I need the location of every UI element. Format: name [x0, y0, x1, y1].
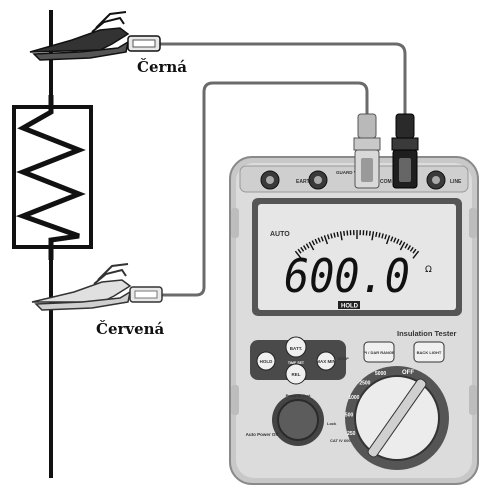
button-panel [250, 340, 346, 380]
press-to-test-button[interactable] [277, 399, 319, 441]
bargraph-segment [320, 236, 324, 242]
press-to-test-label: Press to Test [286, 393, 311, 398]
rel-button[interactable] [285, 363, 307, 385]
bargraph-segment [407, 245, 411, 251]
bargraph-segment [404, 243, 409, 249]
bargraph-segment [384, 234, 388, 240]
bargraph-segment [297, 248, 302, 254]
red-alligator-clip[interactable] [31, 263, 163, 311]
black-lead-wire [160, 42, 407, 115]
black-alligator-clip[interactable] [29, 11, 161, 61]
red-clip-label: Červená [96, 320, 165, 338]
bargraph-segment [311, 240, 316, 246]
grip-left-bottom [231, 385, 239, 415]
bargraph-segment [390, 236, 394, 242]
dial-range-label: 5000 [375, 371, 386, 377]
black-lead-plug[interactable] [391, 113, 419, 189]
resistor-zigzag [15, 95, 86, 260]
bargraph-segment [378, 232, 381, 238]
bargraph-segment [333, 232, 336, 238]
auto-power-off-label: Auto Power Off [246, 432, 279, 437]
lcd-unit: Ω [425, 265, 432, 275]
test-leads [160, 42, 407, 297]
dial-range-label: 2500 [359, 380, 370, 386]
bargraph-segment [365, 230, 368, 236]
earth-terminal-label: EARTH [296, 179, 314, 185]
bargraph-segment [323, 235, 329, 245]
dial-off-label: OFF [402, 370, 414, 376]
dial-range-label: 1000 [348, 395, 359, 401]
batt-button[interactable] [285, 336, 307, 358]
black-clip-label: Černá [137, 58, 188, 76]
grip-left-top [231, 208, 239, 238]
bargraph-segment [396, 238, 400, 244]
bargraph-segment [294, 250, 302, 259]
bargraph-segment [398, 240, 403, 246]
max-min-button-label: MAX MIN [316, 359, 336, 364]
guard-terminal-label: GUARD V Ω [336, 170, 362, 175]
bargraph-segment [346, 230, 349, 236]
backlight-button-label: BACK LIGHT [417, 350, 442, 355]
batt-button-label: BATT. [290, 346, 302, 351]
stop-label: STOP [338, 356, 349, 361]
hold-badge: HOLD [341, 304, 359, 310]
dial-pointer[interactable] [367, 377, 428, 458]
lcd-reading: 600.0 [284, 249, 410, 303]
rel-button-label: REL [292, 372, 301, 377]
pi-dar-button[interactable] [363, 341, 395, 363]
bargraph-segment [317, 237, 321, 243]
meter-title: Insulation Tester [397, 329, 457, 338]
bargraph-segment [314, 238, 318, 244]
lock-label: Lock [327, 421, 337, 426]
bargraph-segment [393, 237, 397, 243]
lcd-screen [258, 204, 456, 310]
terminal-earth-left-hole [266, 176, 274, 184]
time-set-label: TIME SET [288, 361, 305, 365]
cat-rating-label: CAT IV 600V [330, 438, 354, 443]
bargraph-segment [326, 234, 330, 240]
insulation-tester: EARTH LINE GUARD V Ω COM AUTO 600.0 Ω HO… [229, 113, 479, 485]
bargraph-segment [330, 233, 333, 239]
dial-range-labels: 5000 2500 1000 500 250 [345, 371, 386, 437]
dial-range-label: 500 [345, 413, 354, 419]
bargraph-segment [368, 230, 371, 236]
bargraph-segment [412, 248, 417, 254]
bargraph-segment [371, 231, 375, 241]
terminal-earth-hole [314, 176, 322, 184]
hold-badge-bg [338, 301, 360, 309]
com-terminal-label: COM [380, 179, 392, 185]
bargraph-segment [385, 235, 391, 245]
auto-indicator: AUTO [270, 231, 290, 238]
analog-bargraph [294, 230, 420, 259]
bargraph-segment [381, 233, 384, 239]
backlight-button[interactable] [413, 341, 445, 363]
bargraph-segment [300, 246, 305, 252]
grip-right-bottom [469, 385, 477, 415]
max-min-button[interactable] [316, 351, 336, 371]
bargraph-segment [412, 250, 420, 259]
terminal-line-hole [432, 176, 440, 184]
bargraph-segment [303, 245, 307, 251]
bargraph-segment [336, 231, 339, 238]
circuit [12, 10, 93, 478]
red-lead-wire [162, 81, 369, 297]
red-lead-plug[interactable] [353, 113, 381, 189]
hold-button[interactable] [256, 351, 276, 371]
bargraph-segment [339, 231, 343, 241]
line-terminal-label: LINE [450, 179, 462, 185]
grip-right-top [469, 208, 477, 238]
bargraph-segment [343, 230, 346, 236]
bargraph-segment [399, 241, 406, 251]
bargraph-segment [305, 243, 310, 249]
bargraph-segment [375, 231, 378, 238]
hold-button-label: HOLD [260, 359, 273, 364]
bargraph-segment [308, 241, 315, 251]
pi-dar-button-label: PI / DAR RANGE [363, 350, 395, 355]
dial-range-label: 250 [347, 431, 356, 437]
bargraph-segment [409, 246, 414, 252]
